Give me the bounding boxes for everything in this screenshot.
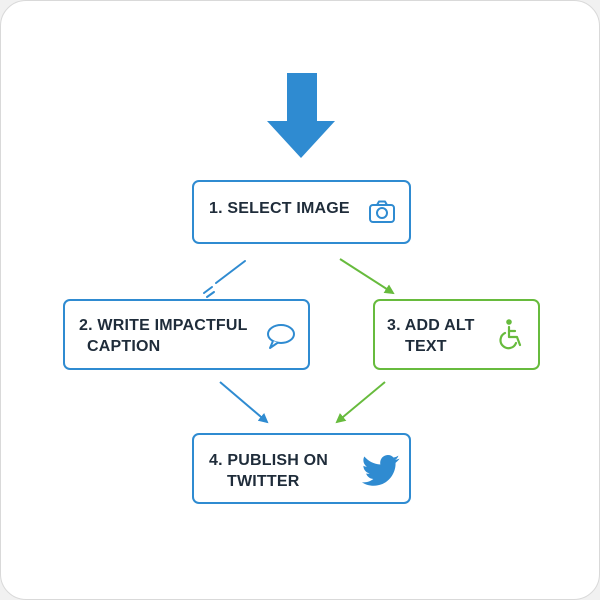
wheelchair-accessibility-icon xyxy=(498,318,526,355)
arrow-step3-to-step4 xyxy=(335,381,386,424)
step-select-image: 1. SELECT IMAGE xyxy=(192,180,411,244)
speech-bubble-icon xyxy=(265,322,297,355)
step-3-label-line-2: TEXT xyxy=(405,338,447,355)
step-2-label-line-1: 2. WRITE IMPACTFUL xyxy=(79,317,248,334)
step-2-label-line-2: CAPTION xyxy=(87,338,161,355)
start-arrow xyxy=(267,73,335,158)
step-publish-twitter: 4. PUBLISH ON TWITTER xyxy=(192,433,411,504)
arrow-step1-to-step2 xyxy=(203,260,246,298)
step-write-caption: 2. WRITE IMPACTFUL CAPTION xyxy=(63,299,310,370)
twitter-bird-icon xyxy=(361,455,401,492)
step-1-label: 1. SELECT IMAGE xyxy=(209,200,350,217)
arrow-step1-to-step3 xyxy=(339,258,395,295)
step-4-label-line-1: 4. PUBLISH ON xyxy=(209,452,329,469)
step-3-label-line-1: 3. ADD ALT xyxy=(387,317,475,334)
camera-icon xyxy=(368,200,396,229)
step-4-label-line-2: TWITTER xyxy=(227,473,300,490)
arrow-step2-to-step4 xyxy=(219,381,269,424)
step-add-alt-text: 3. ADD ALT TEXT xyxy=(373,299,540,370)
